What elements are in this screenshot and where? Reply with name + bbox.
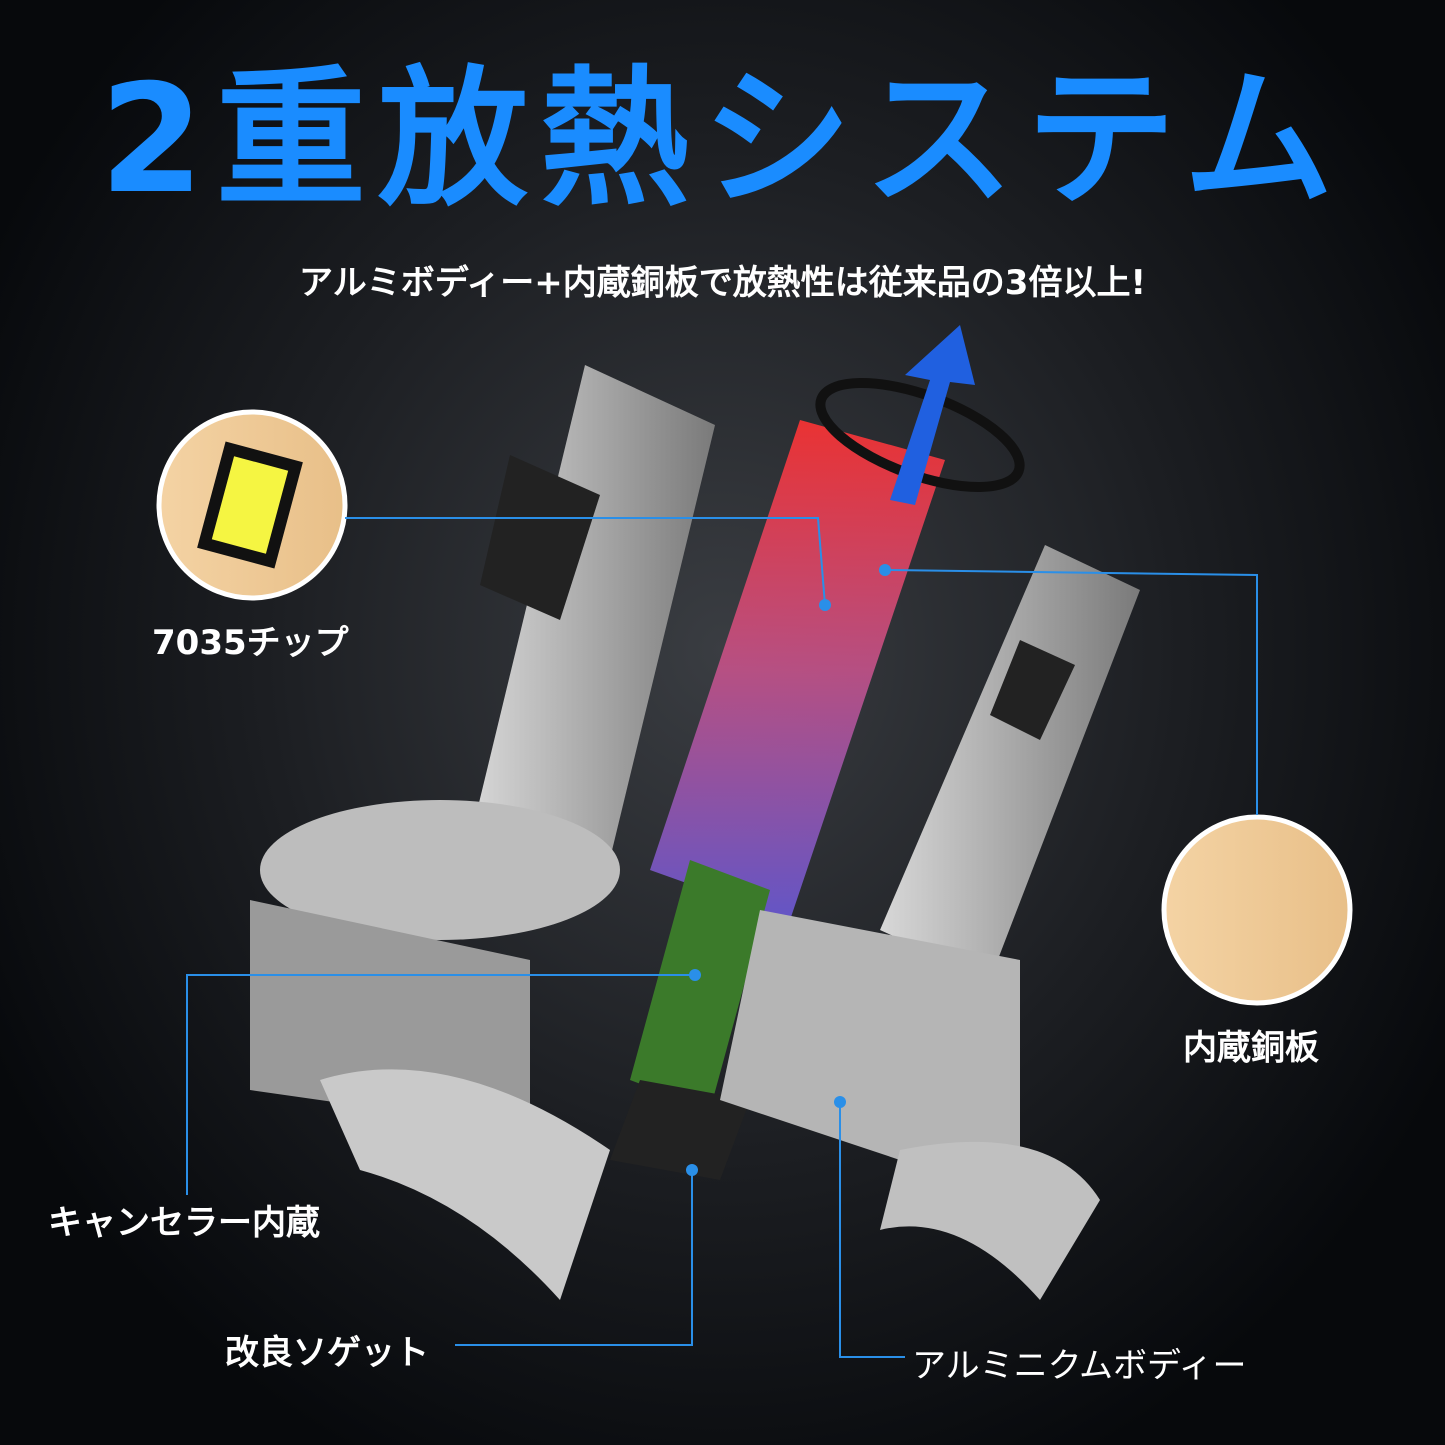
right-bulb xyxy=(720,545,1140,1300)
callout-lines xyxy=(186,517,1258,1358)
label-chip: 7035チップ xyxy=(152,623,349,663)
label-canceller: キャンセラー内蔵 xyxy=(48,1203,320,1243)
heat-arrow-icon xyxy=(890,325,975,505)
copper-plate-inset xyxy=(1161,814,1353,1006)
label-body: アルミニクムボディー xyxy=(912,1346,1247,1386)
page-title: 2重放熱システム xyxy=(99,53,1346,227)
label-copper: 内蔵銅板 xyxy=(1183,1028,1319,1068)
label-socket: 改良ソゲット xyxy=(225,1333,429,1373)
subtitle: アルミボディー+内蔵銅板で放熱性は従来品の3倍以上! xyxy=(299,263,1146,303)
left-bulb xyxy=(250,365,715,1300)
chip-icon xyxy=(197,441,303,569)
copper-plate-exploded xyxy=(610,325,1025,1180)
